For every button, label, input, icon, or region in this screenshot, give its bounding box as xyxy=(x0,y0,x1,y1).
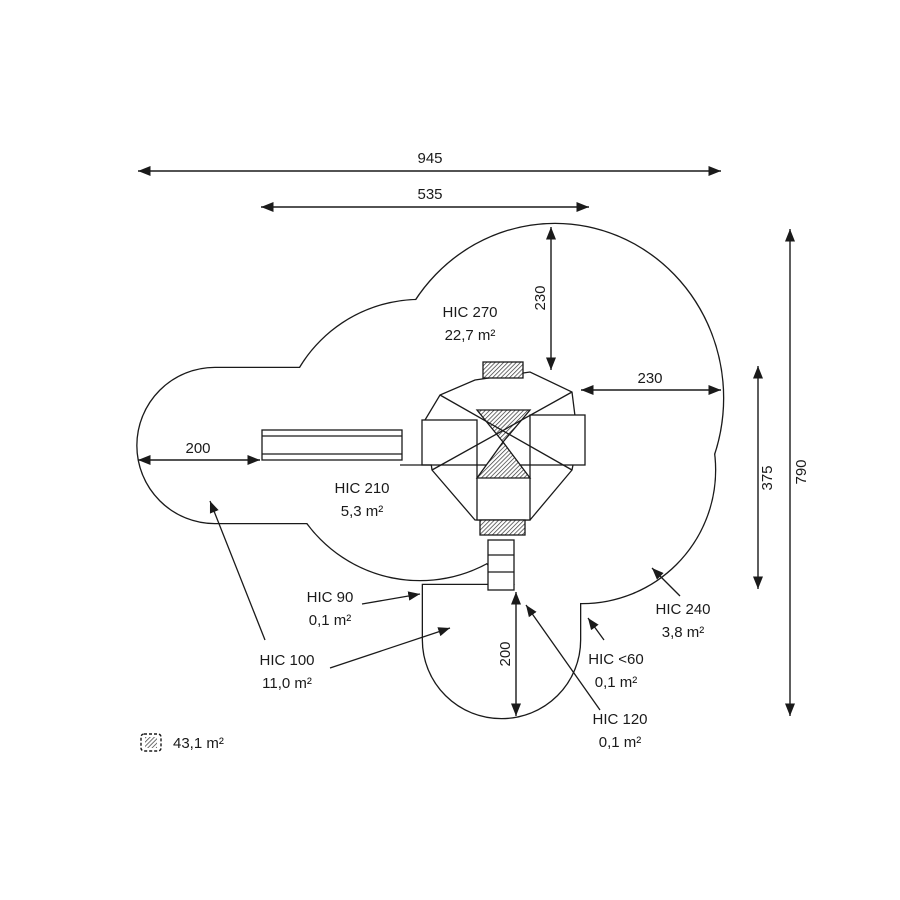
dimension-lines xyxy=(138,165,796,716)
zone-label-hic-lt-60: HIC <60 0,1 m² xyxy=(588,651,643,691)
svg-text:HIC 90: HIC 90 xyxy=(307,589,354,606)
dim-total-width: 945 xyxy=(417,150,442,167)
svg-text:HIC 270: HIC 270 xyxy=(442,304,497,321)
svg-text:0,1 m²: 0,1 m² xyxy=(595,674,638,691)
safety-zone-outline xyxy=(136,222,725,720)
zone-label-hic-210: HIC 210 5,3 m² xyxy=(334,480,389,520)
svg-text:HIC 100: HIC 100 xyxy=(259,652,314,669)
play-structure xyxy=(261,361,586,591)
svg-text:22,7 m²: 22,7 m² xyxy=(445,327,496,344)
ladder xyxy=(487,539,515,591)
zone-label-hic-120: HIC 120 0,1 m² xyxy=(592,711,647,751)
svg-text:3,8 m²: 3,8 m² xyxy=(662,624,705,641)
svg-text:HIC 120: HIC 120 xyxy=(592,711,647,728)
dim-structure-depth: 375 xyxy=(759,465,776,490)
zone-label-hic-90: HIC 90 0,1 m² xyxy=(307,589,354,629)
zone-label-hic-270: HIC 270 22,7 m² xyxy=(442,304,497,344)
dim-left-clearance: 200 xyxy=(185,440,210,457)
svg-text:HIC 240: HIC 240 xyxy=(655,601,710,618)
svg-text:5,3 m²: 5,3 m² xyxy=(341,503,384,520)
dim-total-depth: 790 xyxy=(793,459,810,484)
svg-text:0,1 m²: 0,1 m² xyxy=(309,612,352,629)
legend: 43,1 m² xyxy=(140,733,224,752)
dim-bottom-clearance: 200 xyxy=(497,641,514,666)
slide xyxy=(261,429,403,461)
zone-label-hic-240: HIC 240 3,8 m² xyxy=(655,601,710,641)
svg-text:HIC 210: HIC 210 xyxy=(334,480,389,497)
svg-text:HIC <60: HIC <60 xyxy=(588,651,643,668)
dim-play-width: 535 xyxy=(417,186,442,203)
zone-label-hic-100: HIC 100 11,0 m² xyxy=(259,652,314,692)
leader-arrows xyxy=(209,500,681,711)
dim-right-clearance: 230 xyxy=(637,370,662,387)
legend-total-area: 43,1 m² xyxy=(173,735,224,752)
hatched-area-icon xyxy=(140,733,162,752)
svg-text:0,1 m²: 0,1 m² xyxy=(599,734,642,751)
svg-text:11,0 m²: 11,0 m² xyxy=(262,675,312,692)
dim-top-clearance: 230 xyxy=(532,285,549,310)
